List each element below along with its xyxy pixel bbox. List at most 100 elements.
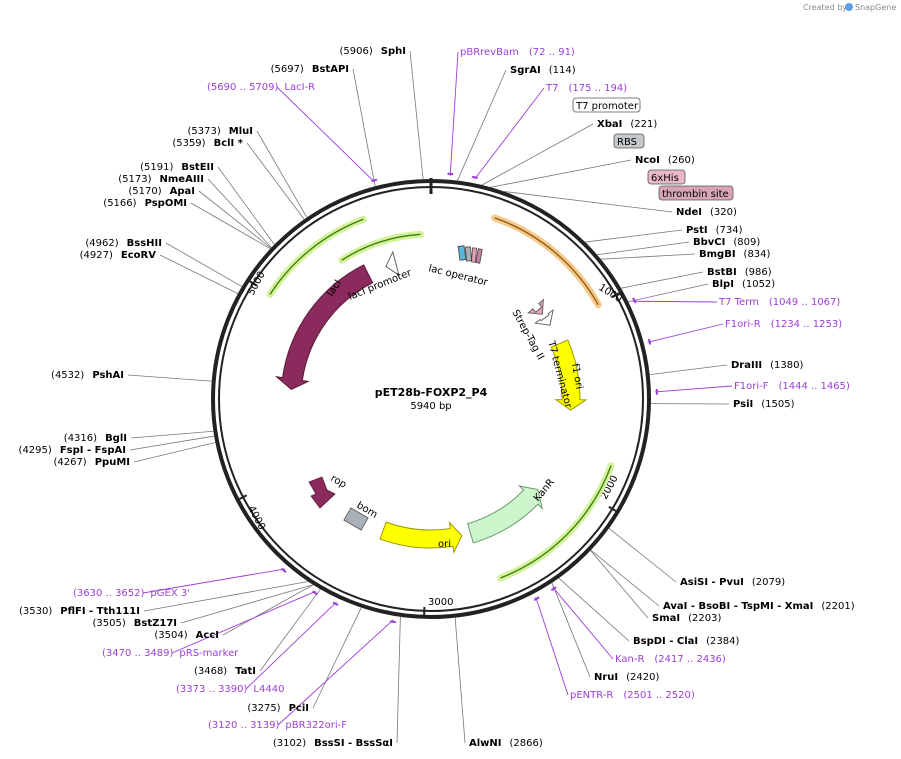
site-position: (3468) — [194, 666, 227, 677]
restriction-site[interactable]: SmaI(2203) — [652, 613, 721, 624]
primer-range: (72 .. 91) — [529, 47, 575, 58]
restriction-site[interactable]: AlwNI(2866) — [469, 738, 543, 749]
site-name: AlwNI — [469, 738, 502, 749]
primer-range: (3120 .. 3139) — [208, 720, 280, 731]
restriction-site[interactable]: AsiSI - PvuI(2079) — [680, 577, 785, 588]
site-name: BmgBI — [699, 249, 736, 260]
site-name: NmeAIII — [160, 174, 204, 185]
feature-t7-terminator-arrow[interactable] — [533, 308, 554, 326]
restriction-site[interactable]: (4927)EcoRV — [80, 250, 157, 261]
primer-name: pGEX 3' — [150, 588, 190, 599]
restriction-site[interactable]: PsiI(1505) — [733, 399, 795, 410]
primer-range: (3630 .. 3652) — [73, 588, 145, 599]
restriction-site[interactable]: (4316)BglI — [64, 433, 127, 444]
restriction-site[interactable]: (3468) TatI — [194, 666, 256, 677]
restriction-site[interactable]: BstBI(986) — [707, 267, 772, 278]
primer-label[interactable]: pENTR-R(2501 .. 2520) — [570, 690, 695, 701]
lac-operator-boxes[interactable] — [457, 245, 483, 264]
primer-name: F1ori-F — [734, 381, 769, 392]
restriction-site[interactable]: DraIII(1380) — [731, 360, 804, 371]
restriction-site[interactable]: AvaI - BsoBI - TspMI - XmaI(2201) — [663, 601, 855, 612]
feature-laci-promoter-arrow[interactable] — [385, 250, 400, 277]
orf-arc-kanr-line — [500, 465, 612, 579]
feature-kanr-arrow[interactable] — [467, 485, 544, 544]
site-position: (5359) — [172, 138, 205, 149]
site-position: (5697) — [271, 64, 304, 75]
restriction-site[interactable]: (4962) BssHII — [85, 238, 162, 249]
site-leader — [600, 253, 696, 260]
primer-label[interactable]: F1ori-F(1444 .. 1465) — [734, 381, 850, 392]
site-position: (986) — [745, 267, 772, 278]
primer-leader — [245, 601, 337, 690]
restriction-site[interactable]: (3102)BssSI - BssSαI — [273, 738, 393, 749]
site-leader — [217, 166, 275, 245]
restriction-site[interactable]: BbvCI(809) — [693, 237, 760, 248]
restriction-site[interactable]: (5906)SphI — [340, 46, 406, 57]
restriction-site[interactable]: SgrAI(114) — [510, 65, 576, 76]
site-position: (3275) — [247, 703, 280, 714]
restriction-site[interactable]: (5373)MluI — [188, 126, 253, 137]
primer-label[interactable]: pBRrevBam(72 .. 91) — [460, 47, 575, 58]
restriction-site[interactable]: (4532)PshAI — [51, 370, 124, 381]
plasmid-length: 5940 bp — [410, 401, 451, 412]
restriction-site[interactable]: (3505)BstZ17I — [92, 618, 177, 629]
site-position: (4295) — [19, 445, 52, 456]
site-name: EcoRV — [121, 250, 156, 261]
site-name: PspOMI — [145, 198, 187, 209]
primer-name: pENTR-R — [570, 690, 613, 701]
restriction-site[interactable]: (5359)BclI * — [172, 138, 243, 149]
feature-rop-arrow[interactable] — [308, 476, 336, 509]
primer-label[interactable]: (3120 .. 3139)pBR322ori-F — [208, 720, 347, 731]
restriction-site[interactable]: (3530)PflFI - Tth111I — [19, 606, 140, 617]
restriction-site[interactable]: NdeI(320) — [676, 207, 737, 218]
primer-label[interactable]: T7 Term(1049 .. 1067) — [718, 297, 840, 308]
restriction-site[interactable]: BmgBI(834) — [699, 249, 771, 260]
restriction-site[interactable]: (3504)AccI — [154, 630, 219, 641]
site-leader — [133, 442, 216, 463]
tick-label: 3000 — [428, 597, 453, 608]
site-name: BssHII — [127, 238, 162, 249]
restriction-site[interactable]: (5170)ApaI — [128, 186, 195, 197]
feature-ori-arrow[interactable] — [379, 521, 463, 554]
restriction-site[interactable]: NruI(2420) — [594, 672, 659, 683]
site-name: PshAI — [92, 370, 124, 381]
site-leader — [190, 202, 271, 250]
restriction-site[interactable]: BspDI - ClaI(2384) — [633, 636, 739, 647]
primer-label[interactable]: T7(175 .. 194) — [545, 83, 627, 94]
site-leader — [312, 607, 362, 709]
restriction-site[interactable]: (3275)PciI — [247, 703, 309, 714]
restriction-site[interactable]: (5697)BstAPI — [271, 64, 349, 75]
primer-name: pRS-marker — [179, 648, 239, 659]
primer-label[interactable]: (5690 .. 5709)LacI-R — [207, 82, 315, 93]
site-name: DraIII — [731, 360, 762, 371]
restriction-site[interactable]: PstI(734) — [686, 225, 743, 236]
site-name: PpuMI — [95, 457, 130, 468]
site-leader — [207, 178, 272, 248]
primer-label[interactable]: (3470 .. 3489)pRS-marker — [102, 648, 239, 659]
restriction-site[interactable]: XbaI(221) — [597, 119, 657, 130]
restriction-site[interactable]: BlpI(1052) — [712, 279, 775, 290]
primer-range: (3373 .. 3390) — [176, 684, 248, 695]
primer-binding-mark — [389, 620, 396, 624]
restriction-site[interactable]: (4295)FspI - FspAI — [19, 445, 126, 456]
primer-name: T7 — [545, 83, 558, 94]
feature-strep-tag-box[interactable] — [527, 298, 544, 315]
primer-label[interactable]: F1ori-R(1234 .. 1253) — [725, 319, 842, 330]
restriction-site[interactable]: (4267)PpuMI — [53, 457, 130, 468]
primer-label[interactable]: (3373 .. 3390)L4440 — [176, 684, 284, 695]
feature-laci-arrow[interactable] — [274, 264, 374, 390]
restriction-site[interactable]: (5191)BstEII — [140, 162, 214, 173]
feature-bom-box[interactable] — [343, 507, 369, 531]
primer-range: (2417 .. 2436) — [654, 654, 726, 665]
primer-label[interactable]: Kan-R(2417 .. 2436) — [615, 654, 726, 665]
restriction-site[interactable]: NcoI(260) — [635, 155, 695, 166]
lac-operator-label: lac operator — [427, 263, 489, 289]
primer-label[interactable]: (3630 .. 3652) pGEX 3' — [73, 588, 190, 599]
site-name: TatI — [235, 666, 256, 677]
site-position: (4962) — [85, 238, 118, 249]
restriction-site[interactable]: (5173)NmeAIII — [118, 174, 204, 185]
restriction-site[interactable]: (5166)PspOMI — [103, 198, 187, 209]
feature-f1ori-arrow[interactable] — [550, 339, 588, 411]
site-leader-lines — [127, 50, 733, 744]
site-position: (1052) — [742, 279, 775, 290]
